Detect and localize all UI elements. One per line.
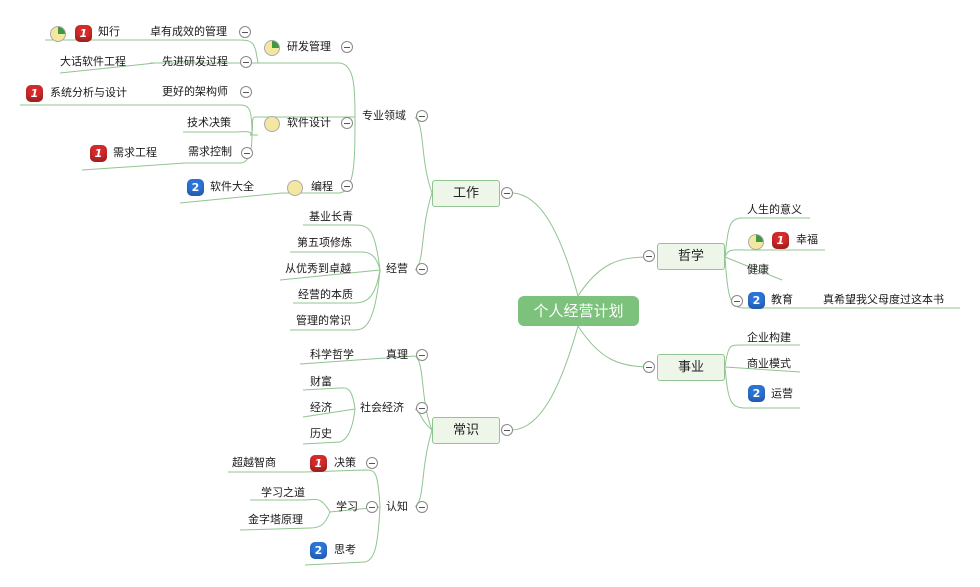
node-sysanalysis[interactable]: 系统分析与设计 [50, 86, 127, 99]
node-domain[interactable]: 专业领域 [362, 109, 406, 122]
node-cognition[interactable]: 认知 [386, 500, 408, 513]
collapse-toggle-coding[interactable] [341, 180, 353, 192]
priority-2-icon: 2 [310, 542, 327, 559]
node-dahua[interactable]: 大话软件工程 [60, 55, 126, 68]
node-zhixing[interactable]: 知行 [98, 25, 120, 38]
node-reqeng[interactable]: 需求工程 [113, 146, 157, 159]
priority-1-icon: 1 [90, 145, 107, 162]
node-pyramid[interactable]: 金字塔原理 [248, 513, 303, 526]
node-fifth[interactable]: 第五项修炼 [297, 236, 352, 249]
collapse-toggle-advanced-rd[interactable] [240, 56, 252, 68]
priority-1-icon: 1 [75, 25, 92, 42]
node-management[interactable]: 经营 [386, 262, 408, 275]
priority-2-icon: 2 [748, 292, 765, 309]
collapse-toggle-swdesign[interactable] [341, 117, 353, 129]
node-history[interactable]: 历史 [310, 427, 332, 440]
progress-quarter-icon [264, 40, 280, 56]
collapse-toggle-career[interactable] [643, 361, 655, 373]
priority-1-icon: 1 [310, 455, 327, 472]
node-learning[interactable]: 学习 [336, 500, 358, 513]
progress-quarter-icon [50, 26, 66, 42]
node-mgmtcommon[interactable]: 管理的常识 [296, 314, 351, 327]
node-essence[interactable]: 经营的本质 [298, 288, 353, 301]
collapse-toggle-social[interactable] [416, 402, 428, 414]
priority-1-icon: 1 [772, 232, 789, 249]
node-truth[interactable]: 真理 [386, 348, 408, 361]
node-swdesign[interactable]: 软件设计 [287, 116, 331, 129]
node-superiq[interactable]: 超越智商 [232, 456, 276, 469]
topic-common[interactable]: 常识 [432, 417, 500, 444]
node-reqcontrol[interactable]: 需求控制 [188, 145, 232, 158]
root-topic[interactable]: 个人经营计划 [518, 296, 639, 326]
node-goodgreat[interactable]: 从优秀到卓越 [285, 262, 351, 275]
progress-empty-icon [287, 180, 303, 196]
node-thinking[interactable]: 思考 [334, 543, 356, 556]
node-advanced-rd[interactable]: 先进研发过程 [162, 55, 228, 68]
node-rd[interactable]: 研发管理 [287, 40, 331, 53]
collapse-toggle-philosophy[interactable] [643, 250, 655, 262]
collapse-toggle-education[interactable] [731, 295, 743, 307]
collapse-toggle-rd[interactable] [341, 41, 353, 53]
progress-empty-icon [264, 116, 280, 132]
node-education[interactable]: 教育 [771, 293, 793, 306]
node-wealth[interactable]: 财富 [310, 375, 332, 388]
node-model[interactable]: 商业模式 [747, 357, 791, 370]
node-social[interactable]: 社会经济 [360, 401, 404, 414]
topic-philosophy[interactable]: 哲学 [657, 243, 725, 270]
priority-2-icon: 2 [187, 179, 204, 196]
node-arch[interactable]: 更好的架构师 [162, 85, 228, 98]
node-effective[interactable]: 卓有成效的管理 [150, 25, 227, 38]
collapse-toggle-management[interactable] [416, 263, 428, 275]
node-foundation[interactable]: 基业长青 [309, 210, 353, 223]
node-economy[interactable]: 经济 [310, 401, 332, 414]
node-meaning[interactable]: 人生的意义 [747, 203, 802, 216]
collapse-toggle-arch[interactable] [240, 86, 252, 98]
collapse-toggle-cognition[interactable] [416, 501, 428, 513]
topic-work[interactable]: 工作 [432, 180, 500, 207]
node-codecomplete[interactable]: 软件大全 [210, 180, 254, 193]
collapse-toggle-work[interactable] [501, 187, 513, 199]
collapse-toggle-truth[interactable] [416, 349, 428, 361]
node-happiness[interactable]: 幸福 [796, 233, 818, 246]
node-decision[interactable]: 决策 [334, 456, 356, 469]
collapse-toggle-reqcontrol[interactable] [241, 147, 253, 159]
node-health[interactable]: 健康 [747, 263, 769, 276]
collapse-toggle-domain[interactable] [416, 110, 428, 122]
collapse-toggle-decision[interactable] [366, 457, 378, 469]
collapse-toggle-effective[interactable] [239, 26, 251, 38]
priority-2-icon: 2 [748, 385, 765, 402]
priority-1-icon: 1 [26, 85, 43, 102]
node-learnway[interactable]: 学习之道 [261, 486, 305, 499]
progress-quarter-icon [748, 234, 764, 250]
collapse-toggle-common[interactable] [501, 424, 513, 436]
node-science[interactable]: 科学哲学 [310, 348, 354, 361]
node-build[interactable]: 企业构建 [747, 331, 791, 344]
node-ops[interactable]: 运营 [771, 387, 793, 400]
node-techdecision[interactable]: 技术决策 [187, 116, 231, 129]
node-parents[interactable]: 真希望我父母度过这本书 [823, 293, 944, 306]
node-coding[interactable]: 编程 [311, 180, 333, 193]
collapse-toggle-learning[interactable] [366, 501, 378, 513]
topic-career[interactable]: 事业 [657, 354, 725, 381]
